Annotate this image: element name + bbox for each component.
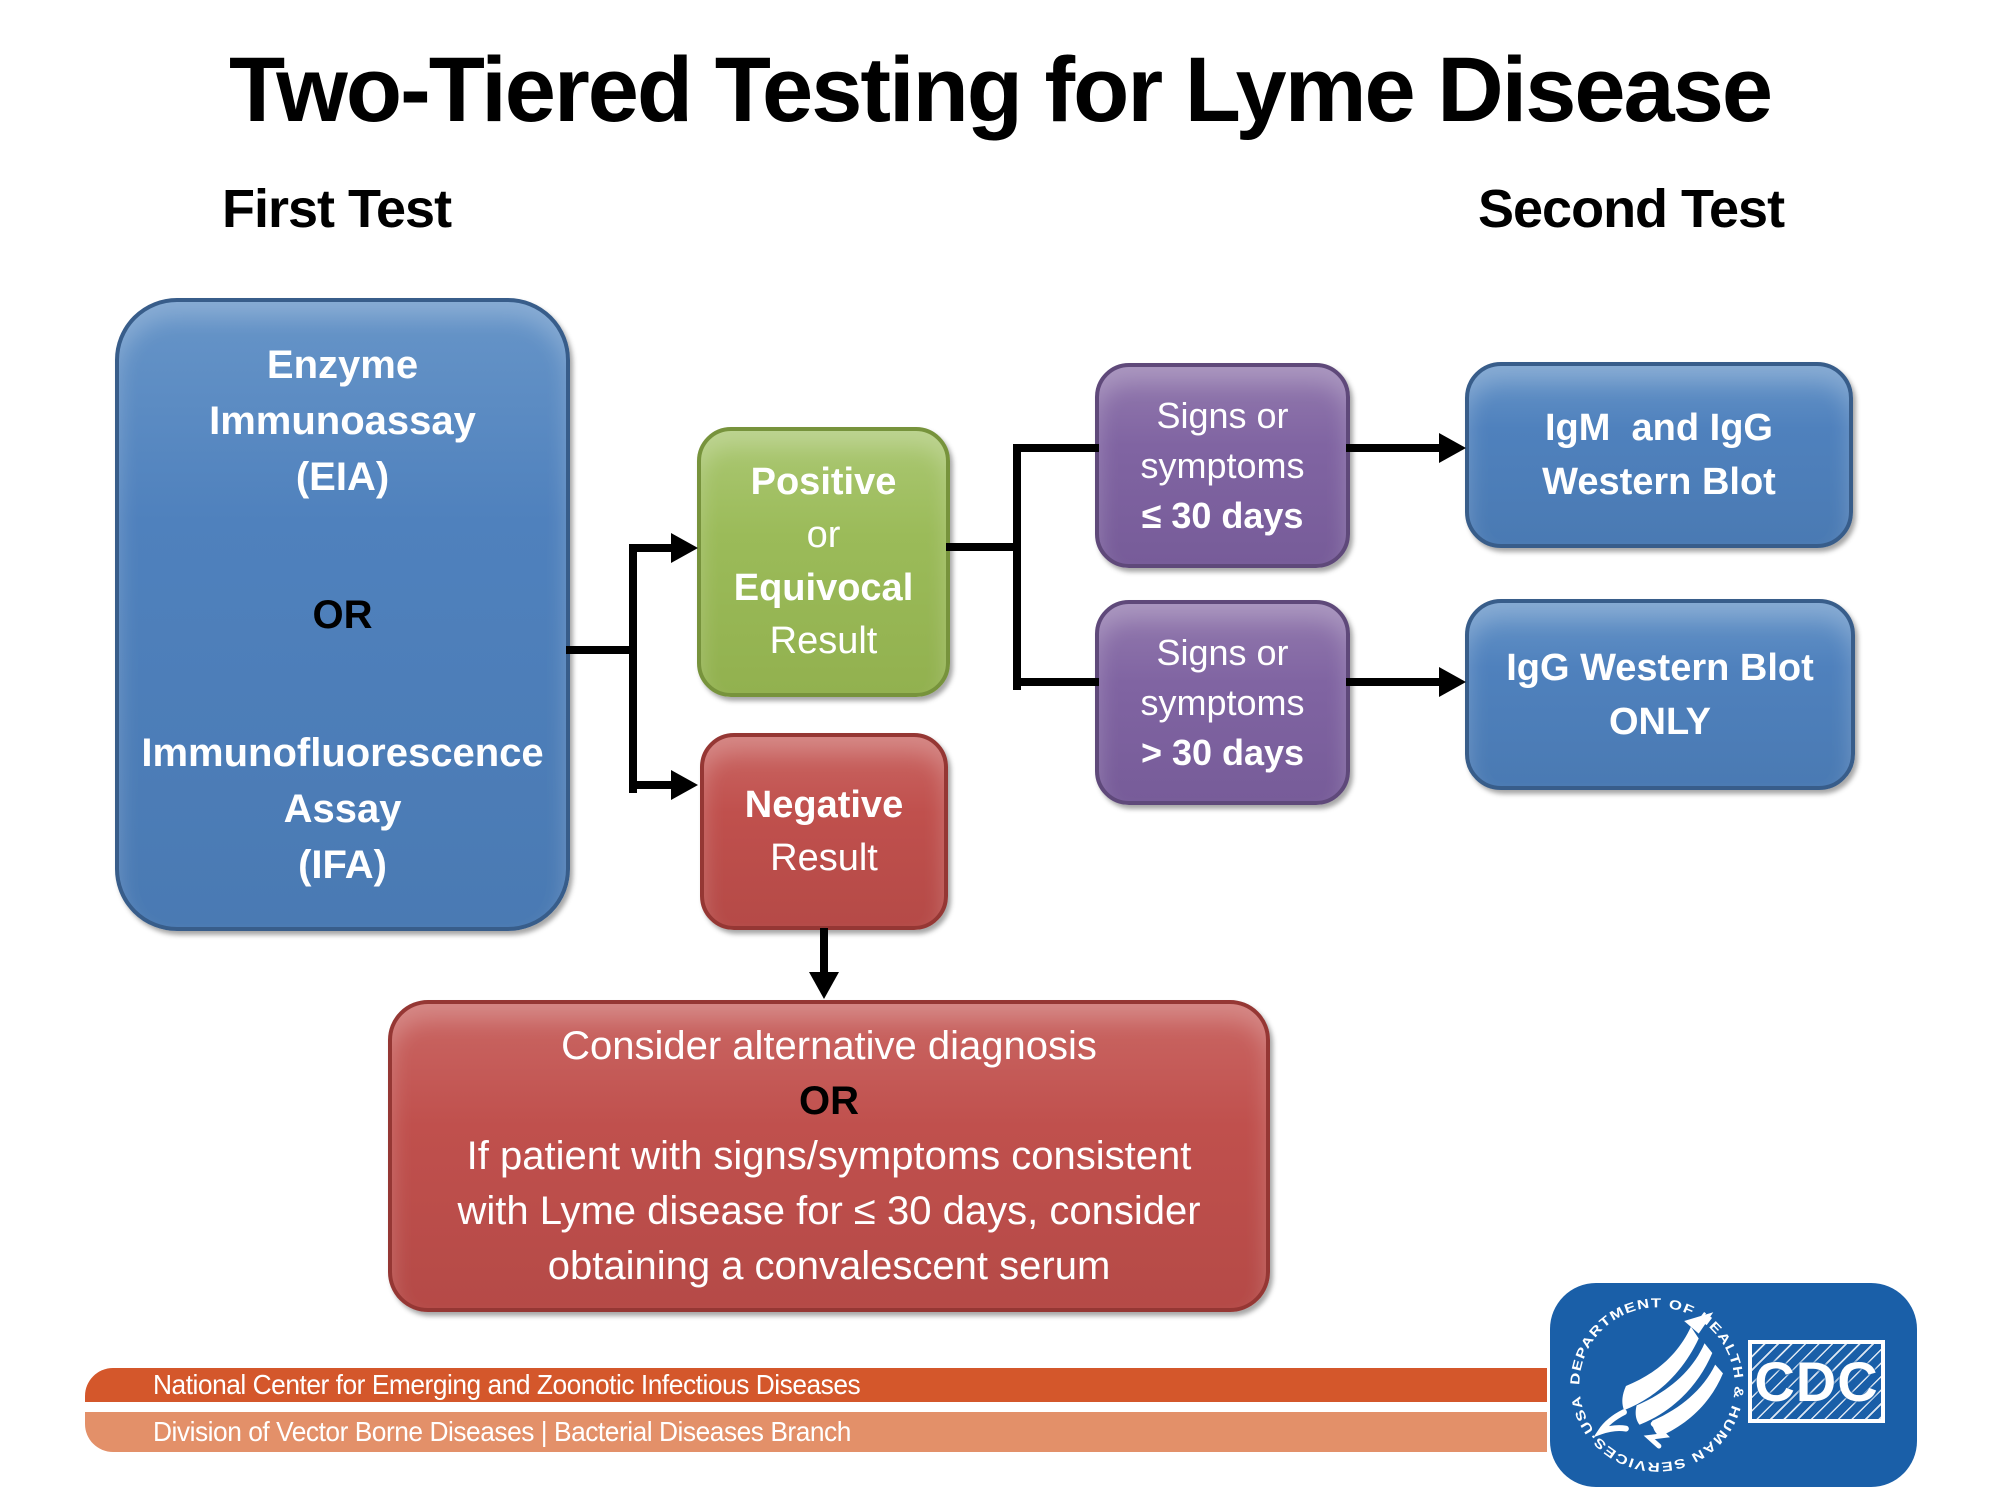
node-line: Immunoassay	[209, 398, 476, 443]
node-negative-result: Negative Result	[700, 733, 948, 930]
node-positive-equivocal-result: Positive or Equivocal Result	[697, 427, 950, 697]
node-line: IgM and IgG	[1545, 407, 1773, 449]
node-line: symptoms	[1140, 444, 1305, 486]
page-title: Two-Tiered Testing for Lyme Disease	[228, 39, 1773, 141]
node-line: Enzyme	[266, 342, 419, 387]
arrowhead-to-alternative-icon	[809, 972, 839, 999]
connector-line	[1346, 678, 1443, 686]
or-label: OR	[312, 592, 373, 637]
footer-bar-division: Division of Vector Borne Diseases | Bact…	[85, 1412, 1547, 1452]
node-line: Result	[770, 836, 878, 879]
connector-line	[1013, 444, 1099, 452]
node-line: Positive	[750, 461, 897, 503]
spacer	[119, 643, 566, 725]
arrowhead-to-igm-igg-icon	[1439, 433, 1466, 463]
node-line: (EIA)	[295, 454, 390, 499]
column-header-first-test: First Test	[222, 179, 452, 239]
eagle-glyph	[1593, 1312, 1723, 1449]
cdc-wordmark: CDC	[1754, 1350, 1879, 1413]
node-line: Signs or	[1156, 394, 1289, 436]
node-line: Signs or	[1156, 631, 1289, 673]
arrowhead-to-positive-icon	[671, 533, 698, 563]
cdc-badge: CDC	[1748, 1340, 1885, 1423]
node-igm-igg-western-blot: IgM and IgG Western Blot	[1465, 362, 1853, 548]
footer-bar-national-center: National Center for Emerging and Zoonoti…	[85, 1368, 1547, 1402]
connector-line	[629, 544, 675, 552]
node-line: > 30 days	[1140, 731, 1305, 773]
node-line: Equivocal	[733, 567, 914, 609]
node-igg-western-blot-only: IgG Western Blot ONLY	[1465, 599, 1855, 790]
connector-line	[629, 544, 637, 793]
node-line: (IFA)	[298, 842, 387, 887]
node-line: IgG Western Blot	[1506, 646, 1814, 689]
node-line: Assay	[283, 786, 402, 831]
node-line: ONLY	[1608, 700, 1712, 743]
node-line: Western Blot	[1542, 461, 1776, 503]
arrowhead-to-negative-icon	[671, 770, 698, 800]
node-first-test-eia-ifa: Enzyme Immunoassay (EIA) OR Immunofluore…	[115, 298, 570, 931]
node-line: Result	[769, 620, 878, 662]
node-line: Immunofluorescence	[141, 730, 544, 775]
connector-line	[1013, 678, 1099, 686]
connector-line	[1013, 444, 1021, 690]
footer-text: National Center for Emerging and Zoonoti…	[153, 1369, 861, 1400]
cdc-hhs-logo: DEPARTMENT OF HEALTH & HUMAN SERVICES·US…	[1550, 1283, 1917, 1487]
node-line: obtaining a convalescent serum	[547, 1243, 1111, 1288]
node-line: If patient with signs/symptoms consisten…	[466, 1133, 1192, 1178]
or-label: OR	[799, 1078, 859, 1123]
node-signs-symptoms-over-30-days: Signs or symptoms > 30 days	[1095, 600, 1350, 805]
column-header-second-test: Second Test	[1478, 179, 1785, 239]
node-line: symptoms	[1140, 681, 1305, 723]
spacer	[119, 505, 566, 587]
node-line: with Lyme disease for ≤ 30 days, conside…	[457, 1188, 1201, 1233]
node-signs-symptoms-30-days-or-less: Signs or symptoms ≤ 30 days	[1095, 363, 1350, 568]
node-line: or	[806, 514, 841, 556]
connector-line	[629, 781, 675, 789]
footer-text: Division of Vector Borne Diseases | Bact…	[153, 1416, 851, 1447]
node-line: Consider alternative diagnosis	[561, 1023, 1097, 1068]
node-line: ≤ 30 days	[1141, 494, 1304, 536]
node-line: Negative	[744, 783, 904, 826]
hhs-eagle-icon: DEPARTMENT OF HEALTH & HUMAN SERVICES·US…	[1567, 1295, 1746, 1474]
arrowhead-to-igg-only-icon	[1439, 667, 1466, 697]
connector-line	[820, 928, 828, 974]
connector-line	[566, 646, 637, 654]
node-consider-alternative-diagnosis: Consider alternative diagnosis OR If pat…	[388, 1000, 1270, 1312]
connector-line	[1346, 444, 1443, 452]
connector-line	[946, 543, 1021, 551]
